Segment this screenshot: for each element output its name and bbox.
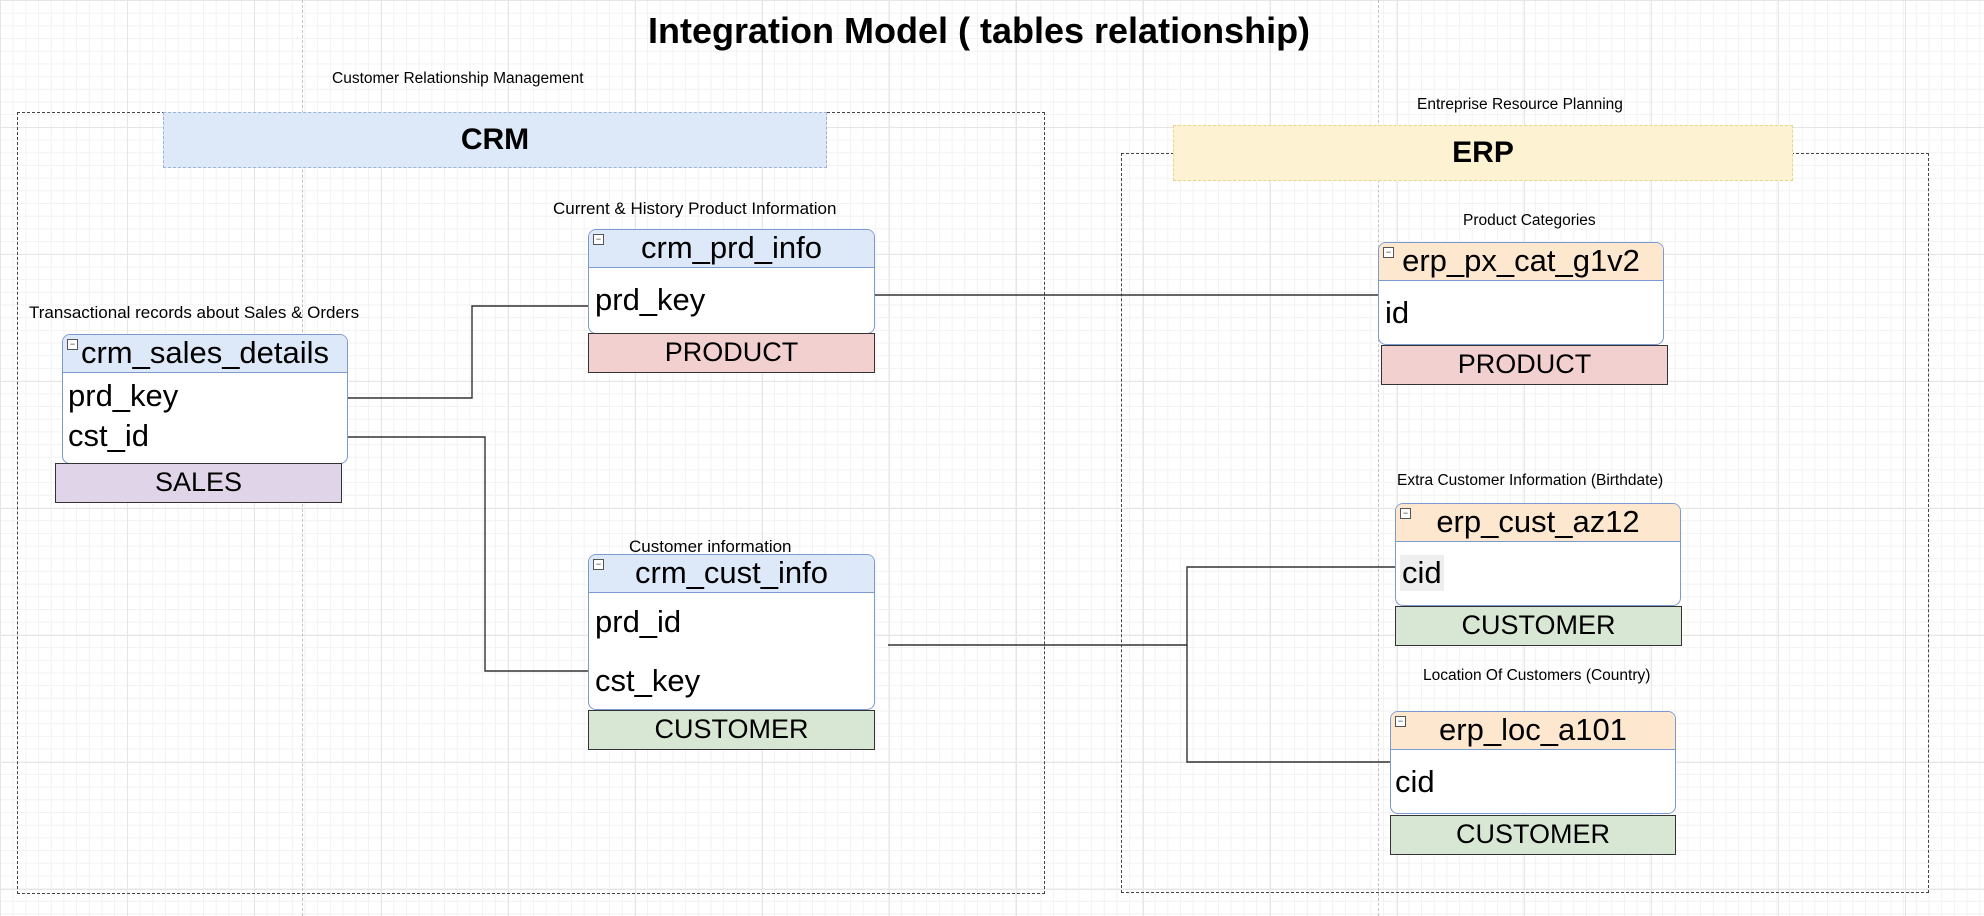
table-name: crm_sales_details — [80, 335, 330, 370]
field-prd-key[interactable]: prd_key — [68, 378, 179, 413]
table-header[interactable]: − erp_cust_az12 — [1396, 504, 1680, 542]
field-cid[interactable]: cid — [1400, 555, 1444, 591]
table-header[interactable]: − crm_cust_info — [589, 555, 874, 593]
table-header[interactable]: − erp_loc_a101 — [1391, 712, 1675, 750]
collapse-toggle-icon[interactable]: − — [593, 559, 604, 570]
collapse-toggle-icon[interactable]: − — [593, 234, 604, 245]
connector-cust-info-to-loc-a101 — [1186, 645, 1390, 763]
collapse-toggle-icon[interactable]: − — [67, 339, 78, 350]
tag-sales[interactable]: SALES — [55, 463, 342, 503]
table-crm-cust-info[interactable]: − crm_cust_info — [588, 554, 875, 710]
table-header[interactable]: − crm_sales_details — [63, 335, 347, 373]
crm-banner[interactable]: CRM — [163, 112, 827, 168]
collapse-toggle-icon[interactable]: − — [1400, 508, 1411, 519]
collapse-toggle-icon[interactable]: − — [1383, 247, 1394, 258]
field-id[interactable]: id — [1385, 295, 1410, 330]
table-caption: Location Of Customers (Country) — [1423, 667, 1651, 684]
table-crm-sales-details[interactable]: − crm_sales_details — [62, 334, 348, 464]
erp-banner[interactable]: ERP — [1173, 125, 1793, 181]
crm-caption: Customer Relationship Management — [332, 70, 584, 87]
table-caption: Product Categories — [1463, 212, 1596, 229]
erp-caption: Entreprise Resource Planning — [1417, 96, 1623, 113]
field-prd-id[interactable]: prd_id — [595, 604, 682, 639]
table-caption: Current & History Product Information — [553, 199, 837, 218]
table-erp-px-cat-g1v2[interactable]: − erp_px_cat_g1v2 — [1378, 242, 1664, 345]
table-header[interactable]: − erp_px_cat_g1v2 — [1379, 243, 1663, 281]
table-name: crm_prd_info — [641, 230, 822, 265]
table-name: erp_cust_az12 — [1436, 504, 1640, 539]
tag-customer[interactable]: CUSTOMER — [1390, 815, 1676, 855]
connector-cust-info-to-cust-az12 — [888, 566, 1397, 646]
field-cid[interactable]: cid — [1395, 764, 1435, 799]
table-header[interactable]: − crm_prd_info — [589, 230, 874, 268]
field-cst-id[interactable]: cst_id — [68, 418, 149, 453]
table-caption: Extra Customer Information (Birthdate) — [1397, 472, 1664, 489]
tag-product[interactable]: PRODUCT — [1381, 345, 1668, 385]
connector-sales-prd-to-prd-info — [348, 305, 588, 399]
table-erp-loc-a101[interactable]: − erp_loc_a101 — [1390, 711, 1676, 814]
table-caption: Transactional records about Sales & Orde… — [29, 303, 360, 322]
field-cst-key[interactable]: cst_key — [595, 663, 701, 698]
tag-product[interactable]: PRODUCT — [588, 333, 875, 373]
guide-line — [1378, 0, 1379, 916]
table-crm-prd-info[interactable]: − crm_prd_info — [588, 229, 875, 334]
table-name: crm_cust_info — [635, 555, 828, 590]
page-title: Integration Model ( tables relationship) — [648, 10, 1311, 51]
table-name: erp_loc_a101 — [1439, 712, 1627, 747]
collapse-toggle-icon[interactable]: − — [1395, 716, 1406, 727]
connector-sales-cst-to-cust-info — [348, 436, 588, 672]
field-prd-key[interactable]: prd_key — [595, 282, 706, 317]
table-name: erp_px_cat_g1v2 — [1402, 243, 1640, 278]
table-caption: Customer information — [629, 537, 792, 556]
tag-customer[interactable]: CUSTOMER — [588, 710, 875, 750]
tag-customer[interactable]: CUSTOMER — [1395, 606, 1682, 646]
